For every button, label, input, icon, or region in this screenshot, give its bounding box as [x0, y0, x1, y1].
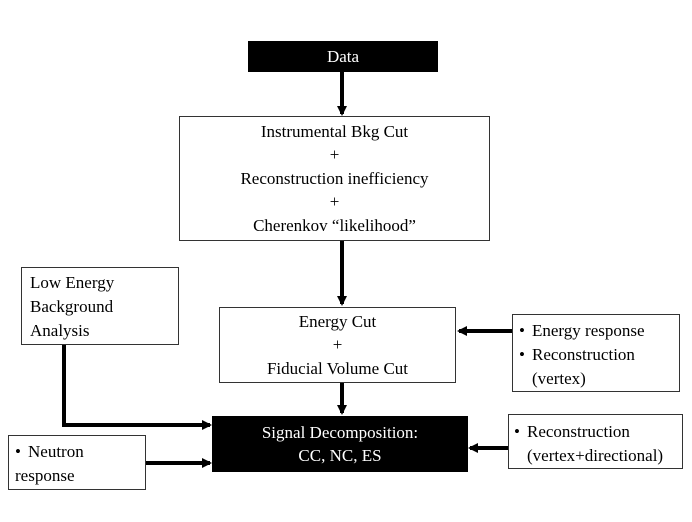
data-box-label: Data	[326, 46, 360, 66]
neutron-sublabel: response	[15, 466, 75, 485]
signal-line-2: CC, NC, ES	[298, 446, 382, 465]
energy-cut-line-2: +	[332, 335, 343, 355]
preselection-box: Instrumental Bkg Cut + Reconstruction in…	[179, 116, 490, 241]
energy-response-label: Energy response	[532, 321, 645, 340]
bullet-icon: •	[519, 345, 525, 364]
reconstruction-directional-label: Reconstruction	[527, 422, 630, 441]
low-energy-background-box: Low Energy Background Analysis	[21, 267, 179, 345]
reconstruction-vertex-item: • Reconstruction	[519, 343, 679, 367]
preselection-line-3: Reconstruction inefficiency	[240, 168, 429, 188]
preselection-line-2: +	[329, 145, 340, 165]
preselection-line-5: Cherenkov “likelihood”	[253, 215, 416, 235]
data-box: Data	[248, 41, 438, 72]
low-energy-line-3: Analysis	[30, 321, 90, 340]
low-energy-line-1: Low Energy	[30, 273, 115, 292]
neutron-response-box: • Neutron response	[8, 435, 146, 490]
low-energy-line-2: Background	[30, 297, 114, 316]
reconstruction-directional-box: • Reconstruction (vertex+directional)	[508, 414, 683, 469]
neutron-item: • Neutron	[15, 440, 145, 464]
reconstruction-vertex-label: Reconstruction	[532, 345, 635, 364]
bullet-icon: •	[15, 442, 21, 461]
reconstruction-directional-item: • Reconstruction	[514, 420, 682, 444]
energy-response-box: • Energy response • Reconstruction (vertex…	[512, 314, 680, 392]
preselection-line-1: Instrumental Bkg Cut	[260, 121, 409, 141]
arrow-low-energy-to-signal	[62, 345, 212, 430]
neutron-label: Neutron	[28, 442, 84, 461]
reconstruction-directional-continuation: (vertex+directional)	[514, 444, 682, 468]
energy-cut-line-3: Fiducial Volume Cut	[266, 358, 409, 378]
bullet-icon: •	[519, 321, 525, 340]
energy-response-item: • Energy response	[519, 319, 679, 343]
energy-cut-box: Energy Cut + Fiducial Volume Cut	[219, 307, 456, 383]
reconstruction-vertex-continuation: (vertex)	[519, 367, 679, 391]
reconstruction-vertex-sublabel: (vertex)	[532, 369, 586, 388]
bullet-icon: •	[514, 422, 520, 441]
signal-line-1: Signal Decomposition:	[261, 422, 419, 442]
signal-decomposition-box: Signal Decomposition: CC, NC, ES	[212, 416, 468, 472]
reconstruction-directional-sublabel: (vertex+directional)	[527, 446, 664, 465]
neutron-continuation: response	[15, 464, 145, 488]
energy-cut-line-1: Energy Cut	[298, 311, 377, 331]
preselection-line-4: +	[329, 192, 340, 212]
